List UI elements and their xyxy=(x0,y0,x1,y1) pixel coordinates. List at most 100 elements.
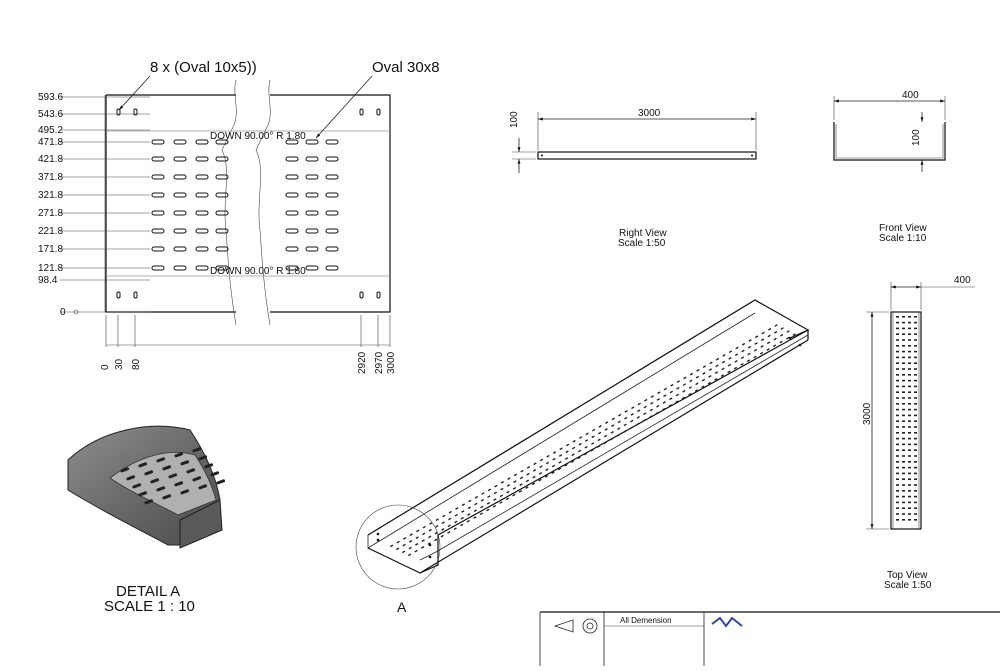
top-slot xyxy=(914,495,917,498)
top-slot xyxy=(914,461,917,463)
iso-slot xyxy=(486,501,491,505)
top-slot xyxy=(902,408,905,411)
iso-slot xyxy=(604,427,608,431)
x-dim-0: 0 xyxy=(100,364,111,370)
leader-holes xyxy=(118,75,151,111)
top-slot xyxy=(896,437,899,440)
iso-slot xyxy=(518,489,523,493)
top-view: 400 3000 Top View Scale 1:50 xyxy=(862,275,975,591)
top-slot xyxy=(908,449,911,451)
top-slot xyxy=(908,437,911,440)
top-slot xyxy=(902,495,905,498)
iso-slot xyxy=(403,536,407,540)
iso-slot xyxy=(669,397,673,401)
top-slot xyxy=(896,391,899,393)
iso-slot xyxy=(564,463,568,467)
y-dim-label: 98.4 xyxy=(38,275,58,286)
top-slot xyxy=(908,408,911,411)
oval-slot xyxy=(151,228,165,234)
iso-slot xyxy=(670,383,674,387)
top-slot xyxy=(914,466,917,469)
iso-slot xyxy=(585,432,589,436)
iso-far-wall xyxy=(367,299,810,536)
iso-slot xyxy=(734,360,738,363)
y-dim-label: 495.2 xyxy=(38,125,63,136)
top-slot xyxy=(908,495,911,498)
iso-slot xyxy=(577,449,582,453)
iso-slot xyxy=(421,539,425,543)
iso-slot xyxy=(499,494,504,498)
iso-slot xyxy=(434,531,438,535)
oval-slot xyxy=(195,156,209,162)
iso-slot xyxy=(669,390,673,394)
iso-slot xyxy=(506,483,511,487)
oval-slot xyxy=(285,228,299,234)
oval-slot xyxy=(325,174,339,180)
iso-slot xyxy=(422,532,426,536)
iso-slot xyxy=(428,528,432,532)
y-dim-label: 121.8 xyxy=(38,263,63,274)
y-ordinate-dimensions: 593.6543.6495.2471.8421.8371.8321.8271.8… xyxy=(38,92,150,318)
top-slot xyxy=(914,391,917,393)
mounting-hole xyxy=(376,108,381,116)
origin-mark xyxy=(73,309,79,315)
top-slot xyxy=(902,403,905,405)
hole-mark xyxy=(541,154,543,157)
iso-slot xyxy=(728,357,732,360)
top-slot xyxy=(914,478,917,480)
top-slot xyxy=(914,356,917,359)
oval-slot xyxy=(195,228,209,234)
iso-slot xyxy=(546,454,550,458)
iso-slot-pattern xyxy=(390,324,796,557)
right-view: 3000 100 Right View Scale 1:50 xyxy=(509,108,757,249)
iso-slot xyxy=(655,411,659,415)
top-slot xyxy=(896,345,899,347)
oval-slot xyxy=(305,174,319,180)
oval-slot xyxy=(325,156,339,162)
title-block: All Demension xyxy=(539,611,1000,666)
iso-slot xyxy=(773,337,777,341)
oval-slot xyxy=(173,228,187,234)
iso-slot xyxy=(695,382,699,386)
iso-slot xyxy=(578,436,583,439)
iso-slot xyxy=(676,380,681,383)
top-slot xyxy=(902,472,905,475)
y-dim-label: 0 xyxy=(60,307,66,318)
iso-slot xyxy=(519,483,523,487)
hole-mark xyxy=(788,336,792,340)
iso-slot xyxy=(525,486,529,490)
oval-slot-grid xyxy=(151,139,339,271)
iso-slot xyxy=(591,435,595,439)
top-slot xyxy=(902,374,905,376)
iso-slot xyxy=(584,439,589,442)
top-slot xyxy=(914,472,917,475)
oval-slot xyxy=(173,192,187,198)
iso-slot xyxy=(734,353,739,357)
top-slot xyxy=(908,466,911,469)
iso-slot xyxy=(642,419,646,422)
top-slot xyxy=(896,350,899,353)
bend-note-bottom: DOWN 90.00° R 1.80 xyxy=(210,266,306,277)
iso-slot xyxy=(526,466,531,469)
iso-slot xyxy=(492,504,497,508)
top-slot xyxy=(914,484,917,486)
top-slot xyxy=(908,420,911,422)
iso-slot xyxy=(780,327,784,330)
projection-symbol-icon xyxy=(586,622,594,630)
mounting-holes xyxy=(116,108,381,299)
iso-slot xyxy=(623,430,627,434)
top-slot xyxy=(908,478,911,480)
top-slot xyxy=(908,484,911,486)
iso-slot xyxy=(708,368,713,372)
detail-slot xyxy=(210,471,220,477)
iso-slot xyxy=(610,430,614,434)
iso-slot xyxy=(558,454,563,457)
iso-slot xyxy=(447,531,451,534)
top-slot xyxy=(902,345,905,347)
iso-slot xyxy=(578,442,582,446)
oval-slot xyxy=(285,174,299,180)
iso-slot xyxy=(656,404,660,408)
oval-slot xyxy=(195,265,209,271)
iso-slot xyxy=(727,370,731,374)
top-slot xyxy=(902,420,905,422)
